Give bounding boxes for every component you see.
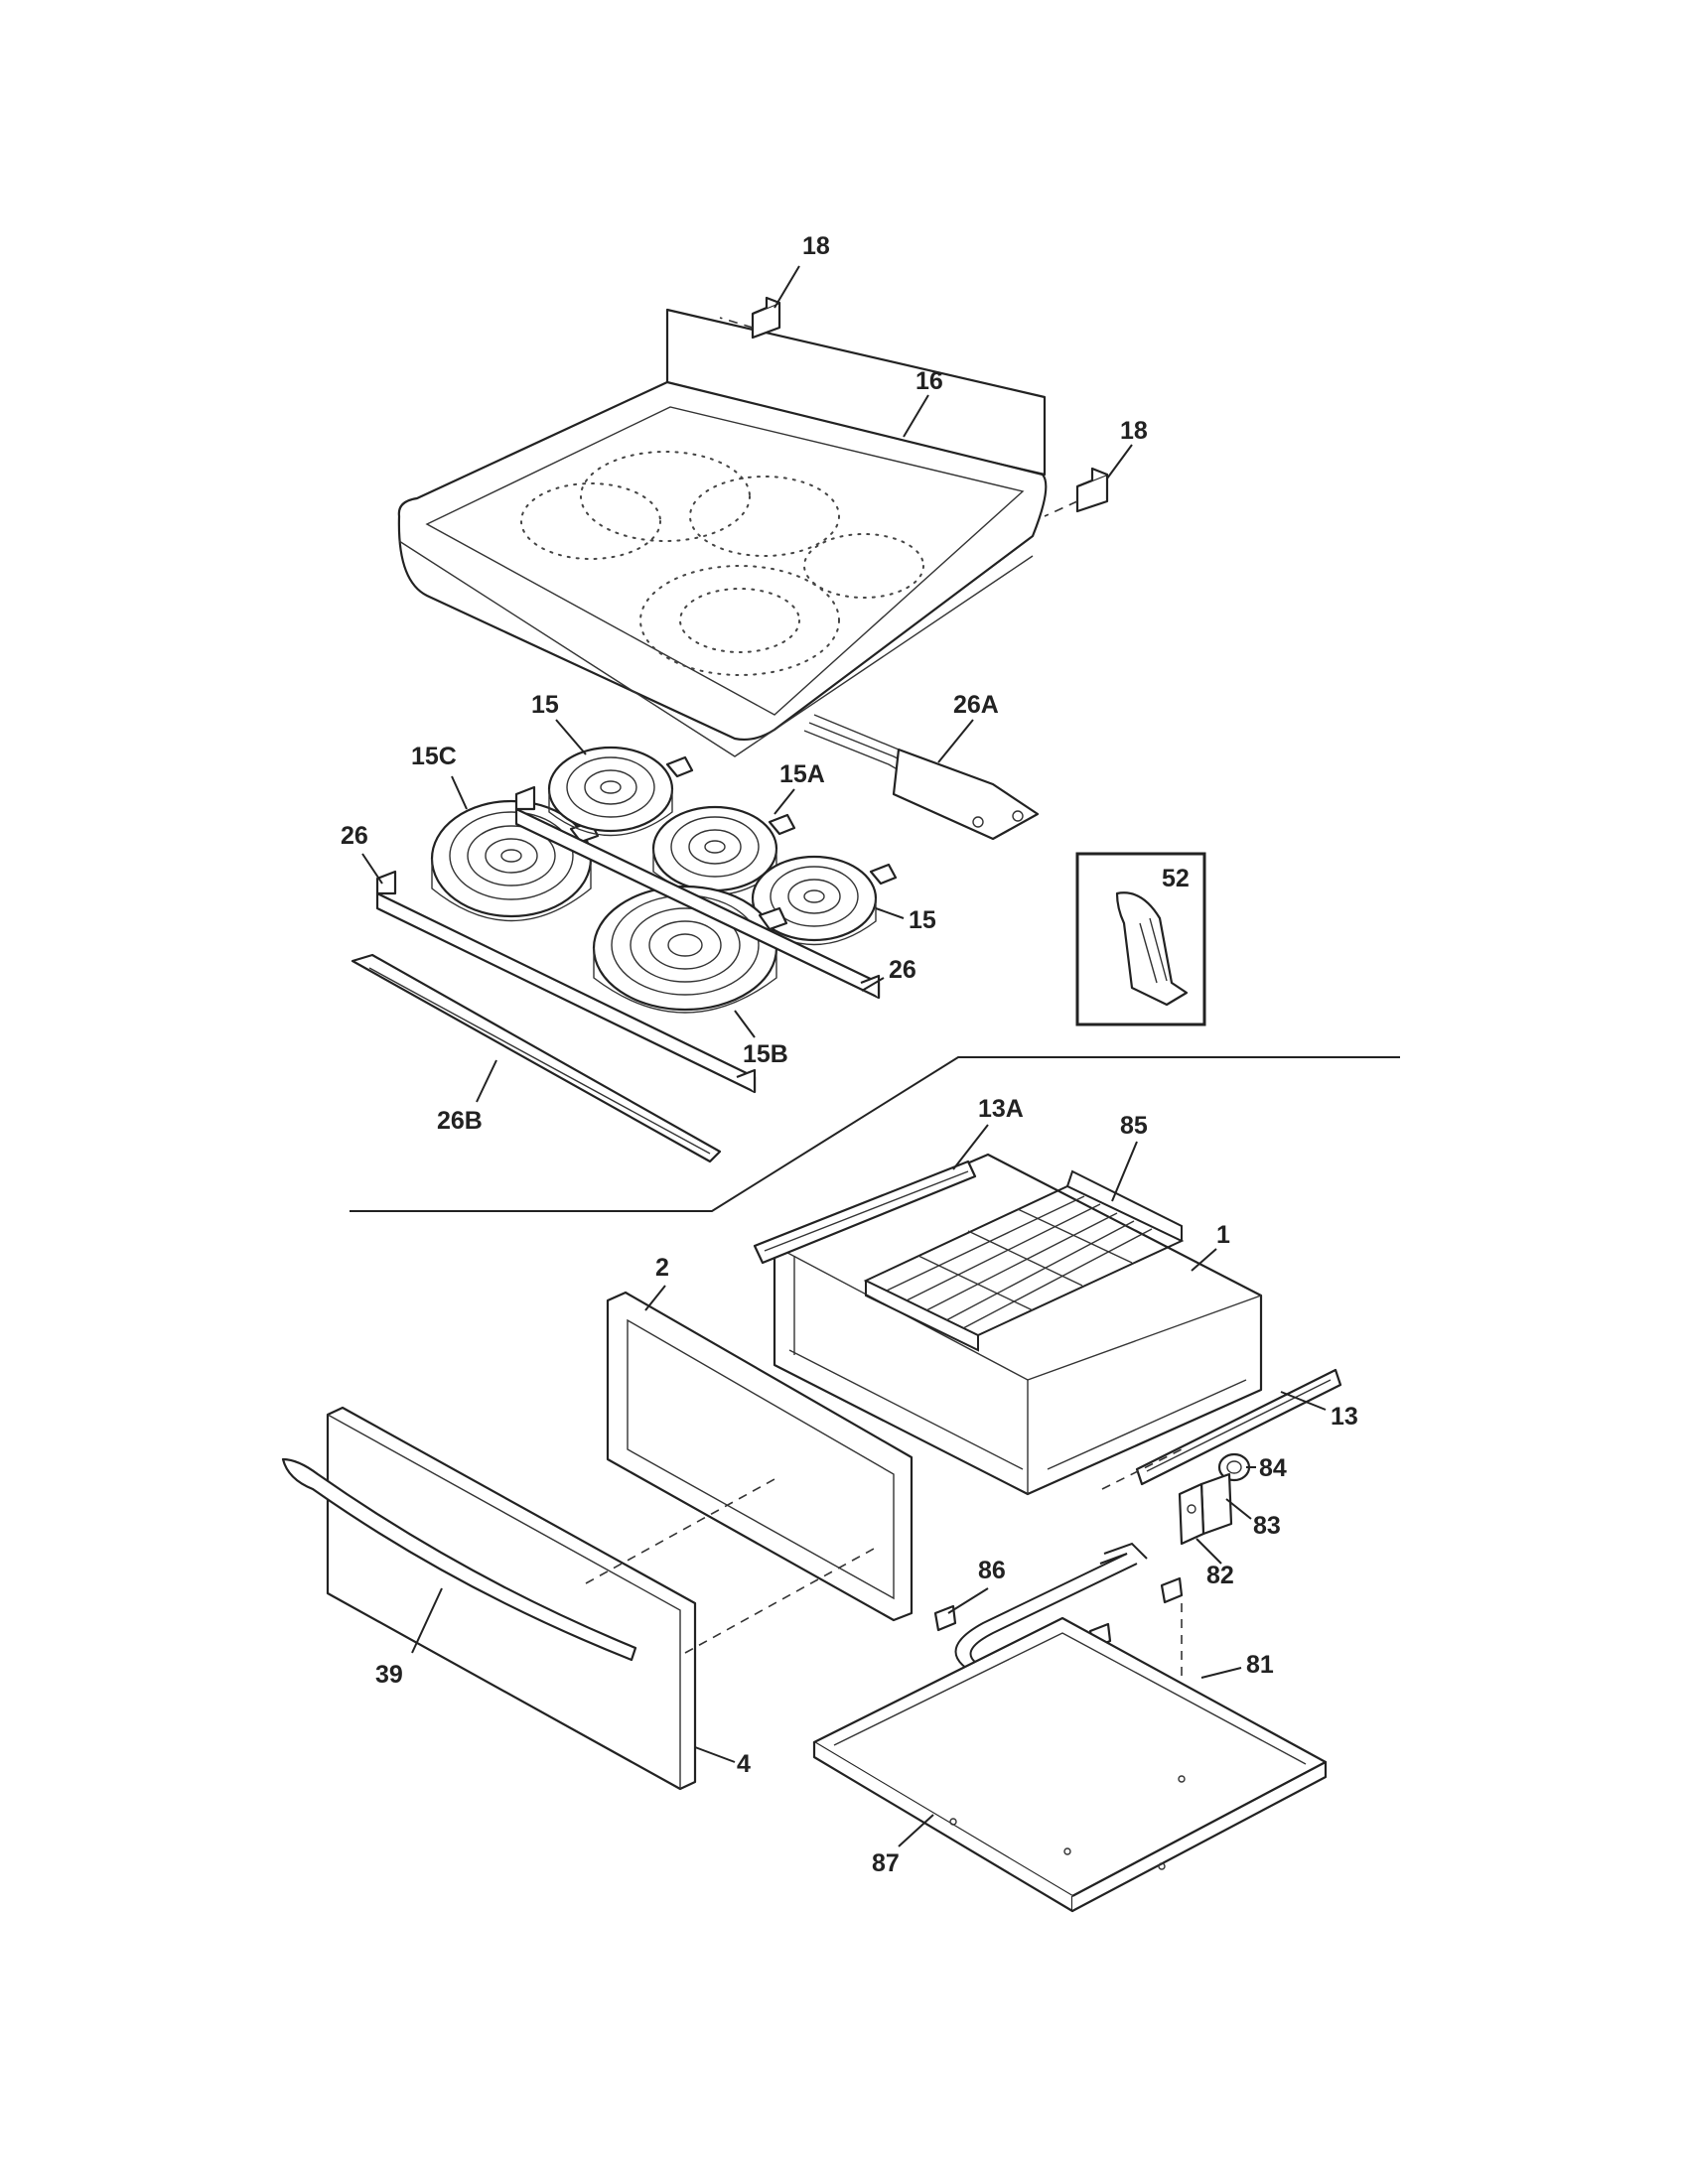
label-part-26-left: 26: [341, 822, 368, 850]
label-part-1: 1: [1216, 1221, 1230, 1249]
label-part-85: 85: [1120, 1112, 1148, 1140]
label-part-81: 81: [1246, 1651, 1274, 1679]
base-pan-87: [812, 1616, 1328, 1913]
label-part-15b: 15B: [743, 1040, 788, 1068]
burner-support-26-left: [375, 870, 757, 1094]
label-part-15-top: 15: [531, 691, 559, 719]
drawer-slide-13: [1135, 1368, 1342, 1486]
label-part-87: 87: [872, 1849, 900, 1877]
leader-lines: [361, 265, 1327, 1847]
section-divider: [350, 1056, 1400, 1212]
label-part-84: 84: [1259, 1454, 1287, 1482]
bracket-83: [1199, 1472, 1233, 1536]
drawer-slide-13a: [753, 1160, 977, 1265]
label-part-39: 39: [375, 1661, 403, 1689]
label-part-16: 16: [915, 367, 943, 395]
thermostat-84: [1217, 1452, 1251, 1482]
drawer-body-1: [773, 1153, 1263, 1496]
label-part-26-right: 26: [889, 956, 916, 984]
bracket-18-left: [751, 296, 781, 340]
label-part-13: 13: [1331, 1403, 1358, 1431]
label-part-15-right: 15: [909, 906, 936, 934]
bracket-18-right: [1075, 467, 1109, 513]
front-trim-26b: [351, 953, 722, 1163]
label-part-86: 86: [978, 1557, 1006, 1584]
label-part-83: 83: [1253, 1512, 1281, 1540]
burner-15-top: [547, 746, 694, 837]
label-part-52: 52: [1162, 865, 1190, 892]
label-part-26a: 26A: [953, 691, 999, 719]
label-part-18-left: 18: [802, 232, 830, 260]
inset-box-52: [1075, 852, 1206, 1026]
label-part-82: 82: [1206, 1562, 1234, 1589]
bracket-82: [1178, 1482, 1205, 1546]
label-part-2: 2: [655, 1254, 669, 1282]
label-part-15c: 15C: [411, 743, 457, 770]
drawer-handle-39: [281, 1457, 637, 1662]
drawer-inner-panel-2: [606, 1291, 914, 1622]
label-part-4: 4: [737, 1750, 751, 1778]
label-part-26b: 26B: [437, 1107, 483, 1135]
glass-cooktop-top: [397, 308, 1048, 757]
label-part-18-right: 18: [1120, 417, 1148, 445]
label-part-13a: 13A: [978, 1095, 1024, 1123]
label-part-15a: 15A: [779, 760, 825, 788]
oven-rack-85: [863, 1169, 1185, 1352]
wiring-harness-26a: [803, 714, 1040, 841]
burner-support-26-right: [514, 785, 881, 1000]
